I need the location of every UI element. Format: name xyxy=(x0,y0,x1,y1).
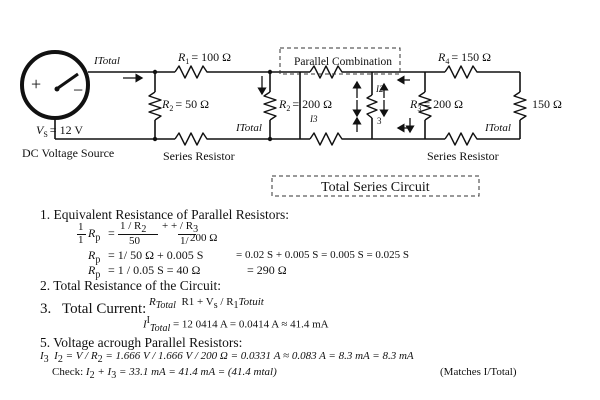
resistor-r5 xyxy=(513,91,527,121)
step3-line2: IITotal = 12 0414 A = 0.0414 A ≈ 41.4 mA xyxy=(143,315,329,334)
total-series-circuit-box xyxy=(271,175,480,197)
resistor-parallel-top xyxy=(309,65,345,79)
step1-line3-lhs: Rp xyxy=(88,263,101,281)
step1-denominator-1: 50 xyxy=(129,235,140,247)
step1-rp: Rp xyxy=(88,226,101,244)
step3-formula: RTotal R1 + Vs / R1Totuit xyxy=(149,296,264,312)
step1-line2-lhs: Rp xyxy=(88,248,101,266)
step1-denominator-2: 1/ xyxy=(180,235,189,247)
current-itotal-top: ITotal xyxy=(93,55,120,67)
current-itotal-mid: ITotal xyxy=(235,122,262,134)
step1-denominator-3: 200 Ω xyxy=(190,232,218,244)
step1-fraction-one-b: 1 xyxy=(78,234,84,246)
r4-label: R4= 150 Ω xyxy=(437,50,491,66)
r2-middle-label: R2= 200 Ω xyxy=(278,97,332,113)
resistor-r1 xyxy=(174,65,210,79)
resistor-r3-small xyxy=(366,94,378,119)
total-series-circuit-label: Total Series Circuit xyxy=(321,180,430,195)
step5-line2: Check: I2 + I3 = 33.1 mA = 41.4 mA = (41… xyxy=(52,366,277,382)
parallel-combination-box xyxy=(279,47,401,75)
step1-line2-right: = 0.02 S + 0.005 S = 0.005 S = 0.025 S xyxy=(236,249,410,261)
resistor-series-bottom-right xyxy=(444,132,480,146)
fraction-bar xyxy=(178,234,196,235)
step1-numerator-2: + + / R3 xyxy=(162,220,199,236)
step5-matches: (Matches I/Total) xyxy=(440,366,517,378)
step1-fraction-one: 1 xyxy=(78,221,84,233)
step1-numerator: 1 / R2 xyxy=(120,220,147,236)
minus-sign: − xyxy=(73,80,83,100)
voltage-source: + − xyxy=(20,50,90,120)
step1-line3-rhs: = 1 / 0.05 S = 40 Ω xyxy=(108,263,201,277)
fraction-bar xyxy=(118,234,158,235)
step3-number: 3. xyxy=(40,301,52,317)
circuit-wires xyxy=(54,69,521,142)
step1-line3-right: = 290 Ω xyxy=(247,263,287,277)
r5-label: 150 Ω xyxy=(532,97,562,111)
step2-title: 2. Total Resistance of the Circuit: xyxy=(40,278,222,293)
r3-label: R3= 200 Ω xyxy=(409,97,463,113)
resistor-r3 xyxy=(418,91,432,121)
source-voltage-label: VS= 12 V xyxy=(36,123,83,139)
resistor-parallel-bottom xyxy=(309,132,345,146)
step5-line1: I3 I2 = V / R2 = 1.666 V / 1.666 V / 200… xyxy=(40,350,414,366)
resistor-r2-left xyxy=(148,91,162,121)
current-i3-label: I3 xyxy=(309,114,318,124)
fraction-bar xyxy=(77,234,86,235)
resistor-r2-middle xyxy=(263,91,277,121)
resistor-r4 xyxy=(444,65,480,79)
current-itotal-right: ITotal xyxy=(484,122,511,134)
step1-title: 1. Equivalent Resistance of Parallel Res… xyxy=(40,207,289,222)
current-i2-label: I2 xyxy=(375,84,384,94)
series-resistor-left-label: Series Resistor xyxy=(163,149,235,163)
current-arrows xyxy=(123,73,415,134)
r1-label: R1= 100 Ω xyxy=(177,50,231,66)
resistor-series-bottom-left xyxy=(174,132,210,146)
parallel-combination-label: Parallel Combination xyxy=(294,56,392,68)
step1-line2-rhs: = 1/ 50 Ω + 0.005 S xyxy=(108,248,204,262)
r2-left-label: R2= 50 Ω xyxy=(161,97,209,113)
step1-equals: = xyxy=(108,226,115,240)
current-i3-subscript: 3 xyxy=(377,116,382,126)
series-resistor-right-label: Series Resistor xyxy=(427,149,499,163)
dc-voltage-source-label: DC Voltage Source xyxy=(22,146,114,160)
plus-sign: + xyxy=(31,74,41,94)
step5-title: 5. Voltage acrough Parallel Resistors: xyxy=(40,335,243,350)
step3-title: Total Current: xyxy=(62,301,147,317)
